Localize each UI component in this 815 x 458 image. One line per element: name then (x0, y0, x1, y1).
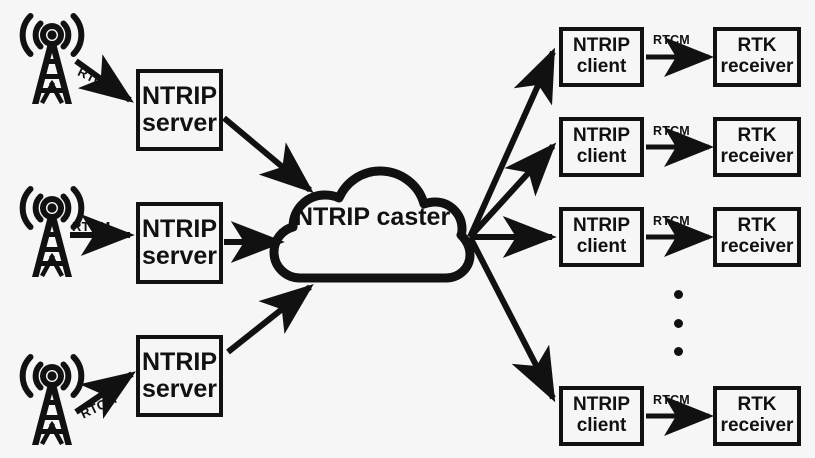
ntrip-server-box-2[interactable]: NTRIP server (136, 202, 223, 284)
ntrip-client-3-line1: NTRIP (573, 215, 630, 237)
ntrip-client-n-line1: NTRIP (573, 394, 630, 416)
ellipsis-dot-3 (673, 347, 683, 356)
rtk-receiver-n-line1: RTK (737, 394, 777, 416)
ellipsis-dot-1 (673, 290, 683, 299)
ntrip-client-box-n[interactable]: NTRIP client (559, 386, 644, 446)
ntrip-server-box-3[interactable]: NTRIP server (136, 335, 223, 417)
ntrip-client-2-line2: client (576, 146, 627, 167)
rtk-receiver-2-line2: receiver (720, 146, 794, 167)
rtcm-label-consumer-3: RTCM (653, 214, 690, 228)
rtk-receiver-box-n[interactable]: RTK receiver (713, 386, 801, 446)
rtk-receiver-n-line2: receiver (720, 415, 794, 436)
ntrip-client-1-line2: client (576, 56, 627, 77)
rtk-receiver-box-3[interactable]: RTK receiver (713, 207, 801, 267)
arrow-tower3-to-server3 (74, 371, 136, 420)
ntrip-client-2-line1: NTRIP (573, 125, 630, 147)
ntrip-client-box-2[interactable]: NTRIP client (559, 117, 644, 177)
ntrip-server-1-line2: server (141, 109, 218, 137)
ntrip-client-n-line2: client (576, 415, 627, 436)
radio-tower-icon (19, 13, 85, 445)
arrow-tower1-to-server1 (74, 54, 134, 103)
arrow-server1-to-caster (222, 115, 314, 194)
ellipsis-dot-2 (673, 318, 683, 328)
arrow-caster-to-client2 (467, 142, 557, 240)
caster-to-client-arrows (467, 47, 557, 403)
ntrip-server-box-1[interactable]: NTRIP server (136, 69, 223, 151)
ntrip-server-3-line1: NTRIP (142, 348, 217, 376)
rtk-receiver-2-line1: RTK (737, 125, 777, 147)
arrow-server3-to-caster (226, 284, 314, 355)
arrow-caster-to-clientn (467, 235, 556, 403)
rtcm-label-consumer-1: RTCM (653, 33, 690, 47)
rtcm-label-source-2: RTCM (72, 219, 111, 234)
rtk-receiver-box-1[interactable]: RTK receiver (713, 27, 801, 87)
rtk-receiver-3-line2: receiver (720, 236, 794, 257)
cloud-icon (269, 166, 475, 283)
server-to-caster-arrows (222, 115, 314, 355)
ntrip-server-3-line2: server (141, 375, 218, 403)
rtk-receiver-1-line2: receiver (720, 56, 794, 77)
ntrip-server-1-line1: NTRIP (142, 82, 217, 110)
ntrip-client-box-1[interactable]: NTRIP client (559, 27, 644, 87)
source-link-arrows (70, 54, 136, 420)
caster-label-line2: caster (376, 203, 451, 231)
vertical-ellipsis-icon (673, 290, 683, 356)
caster-label-line1: NTRIP (295, 203, 370, 231)
ntrip-server-2-line2: server (141, 242, 218, 270)
arrow-caster-to-client1 (467, 47, 556, 239)
rtk-receiver-box-2[interactable]: RTK receiver (713, 117, 801, 177)
ntrip-server-2-line1: NTRIP (142, 215, 217, 243)
rtcm-label-consumer-2: RTCM (653, 124, 690, 138)
rtk-receiver-1-line1: RTK (737, 35, 777, 57)
ntrip-client-box-3[interactable]: NTRIP client (559, 207, 644, 267)
rtk-receiver-3-line1: RTK (737, 215, 777, 237)
ntrip-client-1-line1: NTRIP (573, 35, 630, 57)
client-to-receiver-arrows (646, 37, 714, 436)
caster-label: NTRIP caster (295, 202, 450, 233)
rtcm-label-consumer-n: RTCM (653, 393, 690, 407)
ntrip-client-3-line2: client (576, 236, 627, 257)
